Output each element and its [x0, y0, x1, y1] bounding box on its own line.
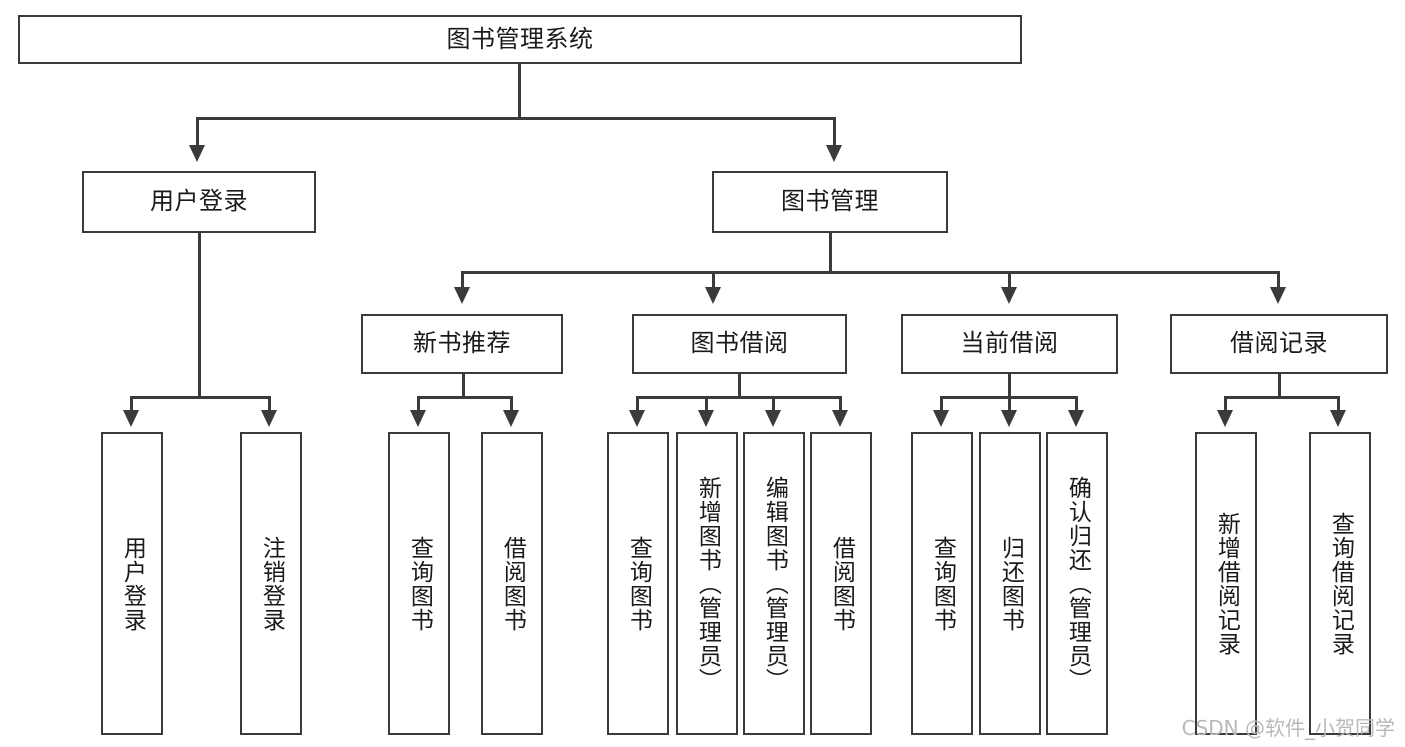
arrow-current-to-leaf-1 [933, 410, 949, 427]
arrow-book-mgmt-to-current [1001, 287, 1017, 304]
edge-user-login-stem [198, 233, 201, 285]
node-book-borrow[interactable]: 图书借阅 [632, 314, 847, 374]
node-book-management[interactable]: 图书管理 [712, 171, 948, 233]
arrow-book-mgmt-to-records [1270, 287, 1286, 304]
node-label: 图书借阅 [690, 329, 789, 358]
edge-root-stem [518, 64, 521, 118]
node-label: 用户登录 [150, 187, 248, 216]
arrow-book-mgmt-to-new-books [454, 287, 470, 304]
node-label: 借阅记录 [1230, 329, 1328, 358]
edge-book-mgmt-to-borrow [712, 271, 715, 289]
leaf-borrow-books-new[interactable]: 借阅图书 [481, 432, 543, 735]
edge-records-to-leaf-2 [1337, 396, 1340, 412]
arrow-records-to-leaf-2 [1330, 410, 1346, 427]
leaf-label: 编辑图书（管理员） [761, 475, 788, 692]
edge-records-to-leaf-1 [1224, 396, 1227, 412]
leaf-query-books-current[interactable]: 查询图书 [911, 432, 973, 735]
node-root-system[interactable]: 图书管理系统 [18, 15, 1022, 64]
edge-borrow-to-leaf-2 [705, 396, 708, 412]
leaf-add-book-admin[interactable]: 新增图书（管理员） [676, 432, 738, 735]
edge-user-login-stem-2 [198, 285, 201, 398]
leaf-query-books-new[interactable]: 查询图书 [388, 432, 450, 735]
arrow-root-to-user-login [189, 145, 205, 162]
edge-book-mgmt-stem [829, 233, 832, 272]
edge-user-login-bus [130, 396, 270, 399]
arrow-current-to-leaf-3 [1068, 410, 1084, 427]
arrow-new-books-to-leaf-2 [503, 410, 519, 427]
arrow-borrow-to-leaf-1 [629, 410, 645, 427]
edge-borrow-stem [738, 374, 741, 398]
arrow-book-mgmt-to-borrow [705, 287, 721, 304]
leaf-label: 确认归还（管理员） [1064, 475, 1091, 692]
leaf-label: 查询图书 [929, 535, 956, 632]
edge-user-login-to-leaf-2 [268, 396, 271, 412]
leaf-label: 查询借阅记录 [1327, 511, 1354, 656]
edge-new-books-to-leaf-2 [510, 396, 513, 412]
node-user-login[interactable]: 用户登录 [82, 171, 316, 233]
edge-root-to-user-login [196, 117, 199, 147]
edge-book-mgmt-bus [461, 271, 1280, 274]
leaf-edit-book-admin[interactable]: 编辑图书（管理员） [743, 432, 805, 735]
leaf-user-login[interactable]: 用户登录 [101, 432, 163, 735]
watermark-text: CSDN @软件_小贺同学 [1181, 716, 1395, 740]
edge-root-bus [196, 117, 836, 120]
leaf-label: 注销登录 [258, 535, 285, 632]
edge-records-stem [1278, 374, 1281, 398]
arrow-borrow-to-leaf-4 [832, 410, 848, 427]
leaf-label: 新增图书（管理员） [694, 475, 721, 692]
leaf-return-books[interactable]: 归还图书 [979, 432, 1041, 735]
arrow-current-to-leaf-2 [1001, 410, 1017, 427]
arrow-user-login-to-leaf-2 [261, 410, 277, 427]
edge-records-bus [1224, 396, 1340, 399]
node-label: 图书管理系统 [446, 24, 594, 53]
node-borrow-records[interactable]: 借阅记录 [1170, 314, 1388, 374]
leaf-label: 新增借阅记录 [1213, 511, 1240, 656]
leaf-query-books-borrow[interactable]: 查询图书 [607, 432, 669, 735]
leaf-confirm-return-admin[interactable]: 确认归还（管理员） [1046, 432, 1108, 735]
edge-borrow-to-leaf-4 [839, 396, 842, 412]
leaf-label: 借阅图书 [828, 535, 855, 632]
edge-borrow-to-leaf-3 [772, 396, 775, 412]
leaf-logout[interactable]: 注销登录 [240, 432, 302, 735]
node-label: 新书推荐 [413, 329, 511, 358]
edge-new-books-stem [462, 374, 465, 398]
node-label: 图书管理 [781, 187, 879, 216]
arrow-user-login-to-leaf-1 [123, 410, 139, 427]
edge-borrow-bus [636, 396, 841, 399]
leaf-label: 借阅图书 [499, 535, 526, 632]
arrow-records-to-leaf-1 [1217, 410, 1233, 427]
edge-borrow-to-leaf-1 [636, 396, 639, 412]
leaf-borrow-books[interactable]: 借阅图书 [810, 432, 872, 735]
edge-current-to-leaf-1 [940, 396, 943, 412]
node-current-borrow[interactable]: 当前借阅 [901, 314, 1118, 374]
edge-new-books-to-leaf-1 [417, 396, 420, 412]
edge-book-mgmt-to-new-books [461, 271, 464, 289]
leaf-label: 查询图书 [625, 535, 652, 632]
leaf-label: 归还图书 [997, 535, 1024, 632]
edge-current-stem [1008, 374, 1011, 398]
leaf-label: 用户登录 [119, 535, 146, 632]
arrow-new-books-to-leaf-1 [410, 410, 426, 427]
edge-user-login-to-leaf-1 [130, 396, 133, 412]
node-label: 当前借阅 [960, 329, 1059, 358]
edge-book-mgmt-to-current [1008, 271, 1011, 289]
arrow-root-to-book-mgmt [826, 145, 842, 162]
leaf-add-borrow-record[interactable]: 新增借阅记录 [1195, 432, 1257, 735]
leaf-query-borrow-record[interactable]: 查询借阅记录 [1309, 432, 1371, 735]
edge-book-mgmt-to-records [1277, 271, 1280, 289]
leaf-label: 查询图书 [406, 535, 433, 632]
edge-current-to-leaf-3 [1075, 396, 1078, 412]
edge-new-books-bus [417, 396, 513, 399]
arrow-borrow-to-leaf-3 [765, 410, 781, 427]
node-new-book-recommend[interactable]: 新书推荐 [361, 314, 563, 374]
edge-root-to-book-mgmt [833, 117, 836, 147]
arrow-borrow-to-leaf-2 [698, 410, 714, 427]
edge-current-to-leaf-2 [1008, 396, 1011, 412]
